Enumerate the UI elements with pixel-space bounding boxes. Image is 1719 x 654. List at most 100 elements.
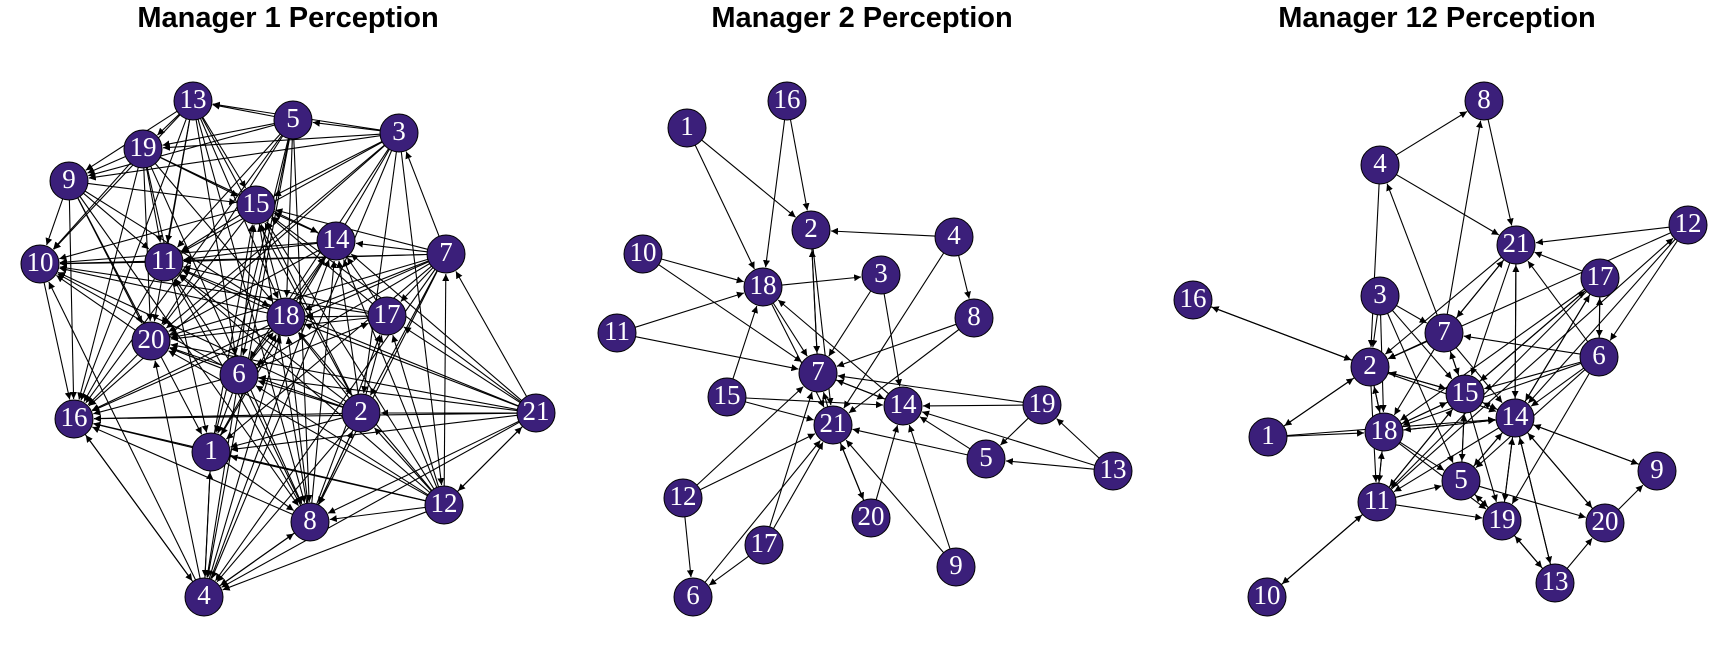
edge-5-to-13	[212, 102, 275, 118]
edge-11-to-5	[1395, 484, 1442, 498]
node-circle	[1424, 313, 1464, 353]
edge-8-to-21	[1487, 119, 1514, 226]
node-label: 19	[1489, 504, 1516, 534]
edge-12-to-7	[442, 273, 450, 487]
edge-12-to-21	[1535, 226, 1670, 246]
node-17: 17	[1580, 258, 1620, 298]
edge-21-to-18	[304, 323, 519, 407]
edge-8-to-14	[311, 260, 338, 504]
edge-4-to-14	[210, 259, 330, 580]
edge-13-to-5	[1005, 458, 1095, 470]
edge-6-to-1	[216, 392, 234, 434]
node-circle	[707, 377, 747, 417]
node-19: 19	[123, 129, 163, 169]
edge-6-to-11	[174, 278, 229, 360]
edge-11-to-7	[635, 336, 799, 372]
edge-4-to-20	[153, 360, 201, 579]
node-circle	[191, 432, 231, 472]
node-13: 13	[1535, 563, 1575, 603]
node-circle	[1093, 451, 1133, 491]
node-label: 2	[354, 396, 368, 426]
node-10: 10	[623, 234, 663, 274]
node-label: 16	[774, 84, 801, 114]
edge-19-to-10	[52, 162, 131, 250]
node-label: 17	[751, 528, 778, 558]
edge-21-to-7	[1456, 259, 1505, 318]
node-circle	[966, 439, 1006, 479]
node-9: 9	[1637, 451, 1677, 491]
edge-7-to-8	[1446, 120, 1483, 315]
node-label: 21	[523, 396, 550, 426]
node-circle	[144, 242, 184, 282]
node-circle	[516, 393, 556, 433]
node-circle	[597, 313, 637, 353]
node-label: 10	[630, 237, 657, 267]
node-circle	[663, 478, 703, 518]
node-circle	[1357, 482, 1397, 522]
edge-5-to-18	[283, 138, 293, 298]
node-circle	[1364, 412, 1404, 452]
edge-17-to-20	[170, 317, 369, 342]
edge-1-to-15	[213, 224, 255, 434]
edge-19-to-5	[1474, 494, 1489, 509]
node-8: 8	[1464, 81, 1504, 121]
edge-21-to-7	[822, 392, 829, 407]
edge-13-to-19	[1056, 418, 1100, 459]
edge-18-to-20	[170, 319, 268, 340]
node-circle	[861, 255, 901, 295]
edge-19-to-8	[150, 166, 303, 504]
edge-4-to-8	[958, 255, 971, 299]
node-circle	[184, 577, 224, 617]
node-circle	[1350, 347, 1390, 387]
node-9: 9	[49, 161, 89, 201]
edge-1-to-8	[226, 462, 295, 511]
edge-8-to-21	[848, 329, 960, 414]
edge-7-to-8	[318, 270, 438, 505]
edge-13-to-14	[921, 410, 1095, 466]
edge-8-to-7	[836, 323, 957, 368]
node-label: 6	[686, 580, 700, 610]
node-circle	[623, 234, 663, 274]
node-circle	[341, 393, 381, 433]
node-label: 14	[323, 224, 351, 254]
edge-4-to-2	[1367, 183, 1380, 348]
edge-12-to-17	[391, 334, 440, 487]
edge-17-to-6	[708, 555, 750, 586]
edge-11-to-15	[1388, 409, 1453, 488]
edge-14-to-20	[168, 249, 320, 332]
node-8: 8	[954, 298, 994, 338]
edge-12-to-6	[684, 516, 694, 578]
edge-8-to-16	[92, 426, 293, 515]
edge-2-to-1	[1284, 377, 1355, 427]
node-10: 10	[20, 244, 60, 284]
edge-5-to-21	[852, 427, 968, 456]
edge-7-to-14	[835, 379, 885, 400]
edge-7-to-17	[400, 267, 434, 302]
edge-21-to-1	[230, 414, 518, 453]
edge-13-to-16	[80, 118, 187, 401]
node-14: 14	[316, 221, 356, 261]
edge-11-to-19	[1395, 504, 1483, 521]
edge-7-to-14	[355, 240, 428, 253]
node-7: 7	[1424, 313, 1464, 353]
edge-2-to-14	[336, 260, 359, 395]
node-circle	[1580, 258, 1620, 298]
edge-6-to-15	[1484, 361, 1581, 391]
node-2: 2	[791, 210, 831, 250]
node-label: 8	[303, 505, 317, 535]
panel-title-manager-1: Manager 1 Perception	[137, 2, 439, 34]
node-circle	[767, 81, 807, 121]
node-label: 14	[1502, 401, 1530, 431]
node-4: 4	[934, 217, 974, 257]
node-circle	[1637, 451, 1677, 491]
edge-20-to-9	[1618, 484, 1644, 510]
edge-16-to-18	[763, 119, 786, 268]
node-label: 7	[1437, 316, 1451, 346]
edge-11-to-18	[634, 291, 745, 328]
edge-6-to-20	[169, 347, 222, 369]
node-18: 18	[266, 297, 306, 337]
edge-19-to-11	[145, 167, 163, 243]
node-17: 17	[367, 296, 407, 336]
edge-17-to-21	[773, 442, 824, 529]
